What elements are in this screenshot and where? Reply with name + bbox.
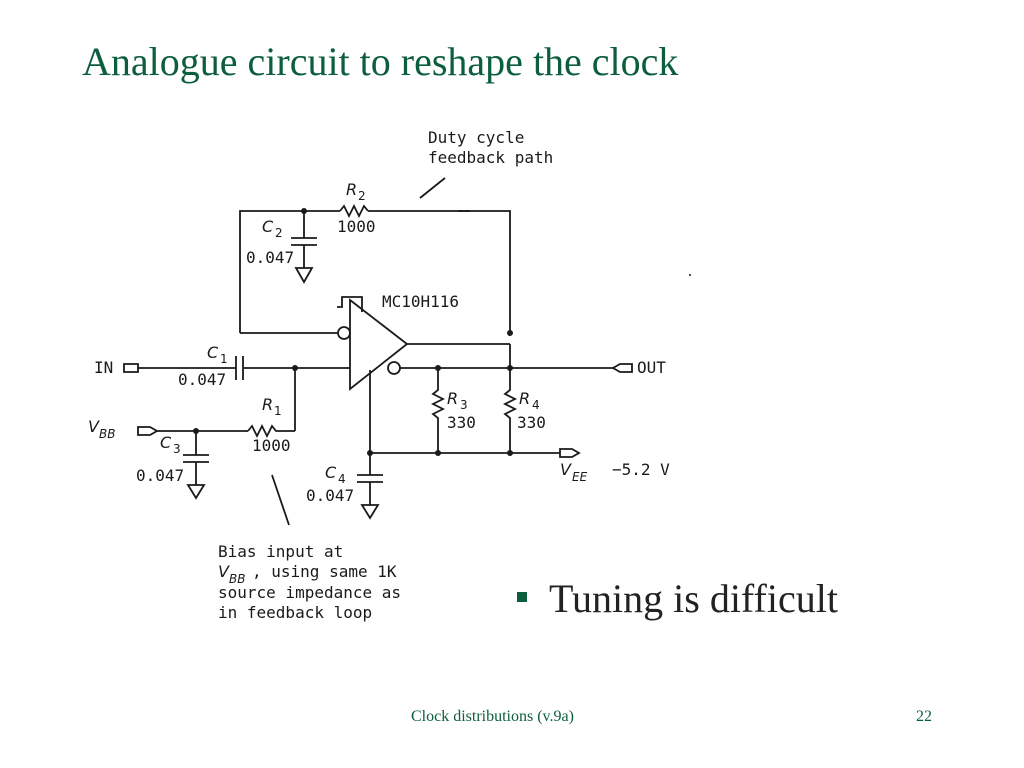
c2-capacitor bbox=[291, 211, 317, 284]
vee-value: −5.2 V bbox=[612, 460, 670, 479]
r2-symbol: R bbox=[346, 180, 357, 199]
r3-symbol: R bbox=[447, 389, 458, 408]
c2-symbol: C bbox=[262, 217, 274, 236]
r4-subscript: 4 bbox=[532, 398, 540, 412]
vbb-ref-stub bbox=[337, 296, 363, 312]
bullet-square-icon bbox=[517, 591, 527, 602]
chip-label: MC10H116 bbox=[382, 292, 459, 311]
bullet-item: Tuning is difficult bbox=[517, 575, 838, 622]
inverted-output-bubble bbox=[387, 361, 401, 375]
out-port bbox=[611, 363, 633, 373]
junction-dot bbox=[435, 450, 441, 456]
note-bottom-line4: in feedback loop bbox=[218, 603, 372, 622]
r3-subscript: 3 bbox=[460, 398, 468, 412]
c4-subscript: 4 bbox=[338, 472, 346, 486]
page-number: 22 bbox=[916, 708, 932, 725]
r1-value: 1000 bbox=[252, 436, 291, 455]
vbb-port bbox=[137, 426, 159, 436]
vee-port bbox=[559, 448, 581, 458]
inverting-input-bubble bbox=[337, 326, 351, 340]
c1-value: 0.047 bbox=[178, 370, 226, 389]
r1-symbol: R bbox=[262, 395, 273, 414]
slide-title: Analogue circuit to reshape the clock bbox=[82, 39, 679, 84]
note-bottom-line3: source impedance as bbox=[218, 583, 401, 602]
c2-value: 0.047 bbox=[246, 248, 294, 267]
bullet-text: Tuning is difficult bbox=[549, 576, 838, 621]
r2-subscript: 2 bbox=[358, 189, 366, 203]
r4-resistor bbox=[502, 344, 518, 453]
c3-subscript: 3 bbox=[173, 442, 181, 456]
r1-resistor bbox=[247, 423, 295, 439]
out-label: OUT bbox=[637, 358, 666, 377]
r2-resistor bbox=[339, 203, 369, 219]
feedback-wire-right bbox=[368, 210, 511, 333]
r2-value: 1000 bbox=[337, 217, 376, 236]
vbb-subscript: BB bbox=[99, 427, 115, 441]
r4-value: 330 bbox=[517, 413, 546, 432]
c3-symbol: C bbox=[160, 433, 172, 452]
r3-resistor bbox=[430, 368, 446, 453]
stray-dot bbox=[689, 274, 691, 276]
junction-dot bbox=[507, 330, 513, 336]
c1-symbol: C bbox=[207, 343, 219, 362]
note-bottom-vbb-sub: BB bbox=[229, 572, 245, 586]
r1-subscript: 1 bbox=[274, 404, 282, 418]
c1-subscript: 1 bbox=[220, 352, 228, 366]
note-bottom-vbb: V bbox=[218, 562, 230, 581]
vee-subscript: EE bbox=[572, 470, 588, 484]
mc10h116-triangle bbox=[349, 298, 409, 391]
feedback-pointer bbox=[419, 177, 446, 199]
c3-capacitor bbox=[183, 431, 209, 500]
c2-subscript: 2 bbox=[275, 226, 283, 240]
note-bottom-line1: Bias input at bbox=[218, 542, 343, 561]
feedback-wire-top bbox=[239, 210, 340, 333]
c3-value: 0.047 bbox=[136, 466, 184, 485]
c4-symbol: C bbox=[325, 463, 337, 482]
note-top-line2: feedback path bbox=[428, 148, 553, 167]
bias-pointer bbox=[271, 474, 290, 526]
footer-text: Clock distributions (v.9a) bbox=[411, 708, 574, 725]
note-top-line1: Duty cycle bbox=[428, 128, 524, 147]
r4-symbol: R bbox=[519, 389, 530, 408]
c4-value: 0.047 bbox=[306, 486, 354, 505]
vee-symbol: V bbox=[560, 460, 572, 479]
junction-dot bbox=[507, 450, 513, 456]
in-port bbox=[123, 363, 236, 373]
note-bottom-line2: , using same 1K bbox=[252, 562, 397, 581]
in-label: IN bbox=[94, 358, 113, 377]
vbb-symbol: V bbox=[88, 417, 100, 436]
r3-value: 330 bbox=[447, 413, 476, 432]
c4-capacitor bbox=[357, 453, 383, 520]
